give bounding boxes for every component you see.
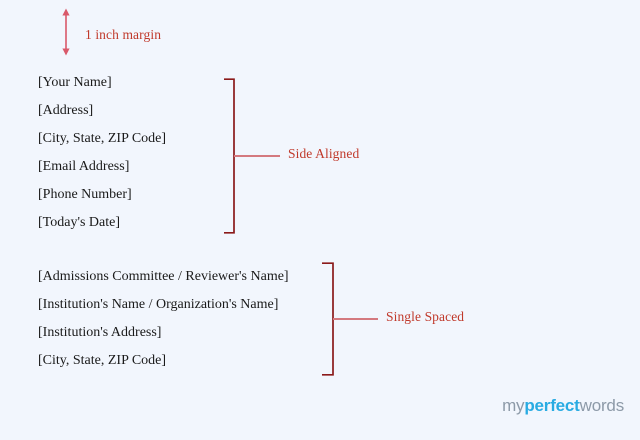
doc-line: [Admissions Committee / Reviewer's Name] <box>38 269 289 284</box>
single-spaced-label: Single Spaced <box>386 309 465 324</box>
recipient-address-block: [Admissions Committee / Reviewer's Name]… <box>38 270 289 382</box>
doc-line: [Email Address] <box>38 159 130 174</box>
doc-line: [Your Name] <box>38 75 112 90</box>
margin-annotation: 1 inch margin <box>0 0 640 70</box>
doc-line: [Phone Number] <box>38 187 132 202</box>
sender-address-block: [Your Name] [Address] [City, State, ZIP … <box>38 76 166 244</box>
bracket-icon <box>322 262 378 376</box>
doc-line: [City, State, ZIP Code] <box>38 131 167 146</box>
doc-line: [Address] <box>38 103 94 118</box>
doc-line: [Today's Date] <box>38 215 121 230</box>
margin-annotation-label: 1 inch margin <box>85 27 162 42</box>
doc-line: [Institution's Address] <box>38 325 162 340</box>
single-spaced-annotation: Single Spaced <box>320 262 520 376</box>
vertical-double-arrow-icon <box>62 8 70 56</box>
doc-line: [Institution's Name / Organization's Nam… <box>38 297 279 312</box>
logo-text-words: words <box>579 396 625 415</box>
logo-text-perfect: perfect <box>524 396 580 415</box>
side-aligned-annotation: Side Aligned <box>222 78 422 234</box>
side-aligned-label: Side Aligned <box>288 146 360 161</box>
bracket-icon <box>224 78 280 234</box>
doc-line: [City, State, ZIP Code] <box>38 353 167 368</box>
logo-text-my: my <box>502 396 525 415</box>
myperfectwords-logo: myperfectwords <box>502 397 624 414</box>
